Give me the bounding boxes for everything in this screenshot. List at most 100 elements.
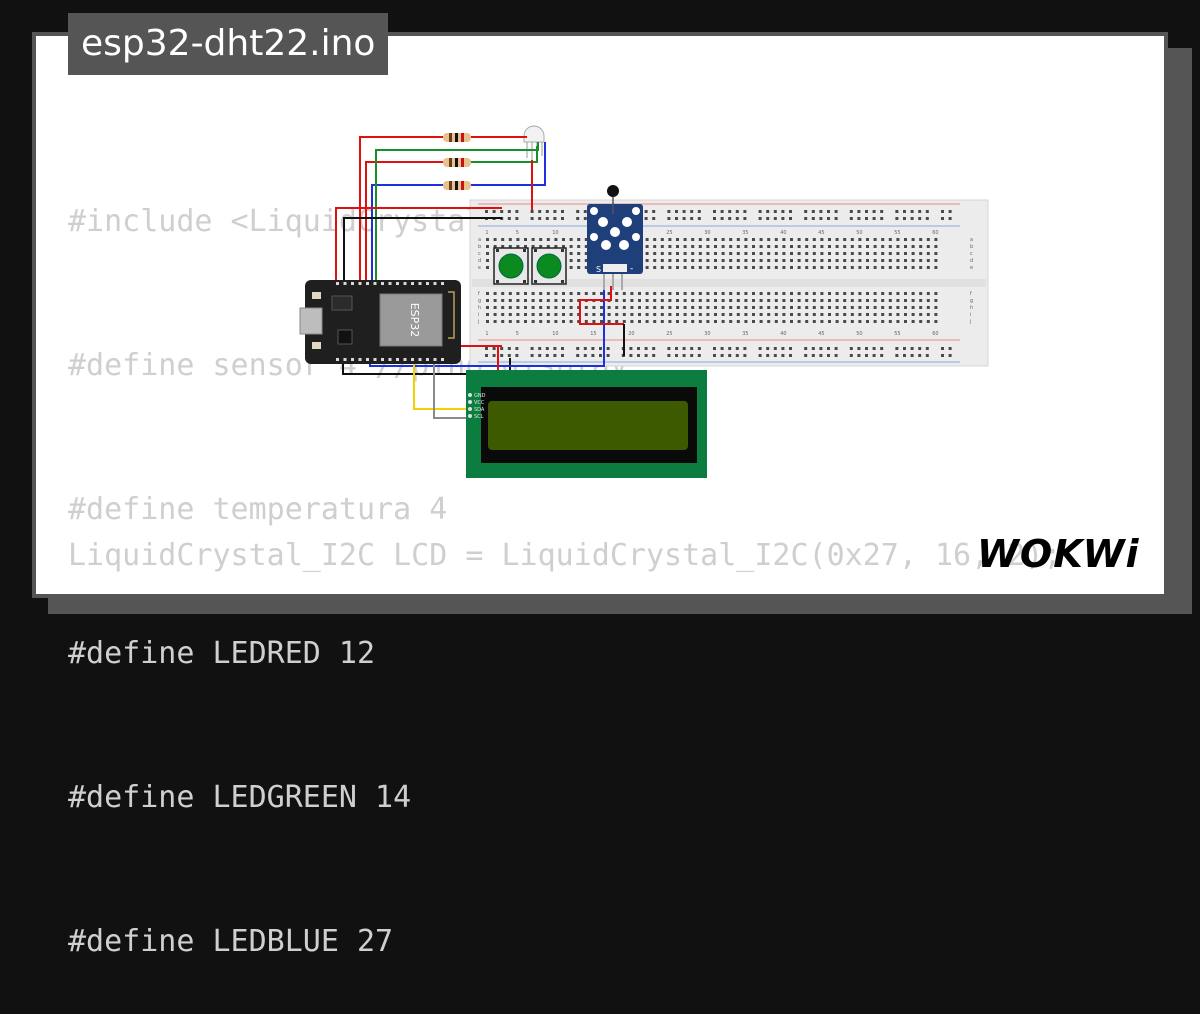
breadboard-hole: [904, 245, 907, 248]
breadboard-hole: [486, 252, 489, 255]
breadboard-hole: [759, 320, 763, 323]
wokwi-logo[interactable]: WOKWi: [975, 527, 1151, 579]
esp32-pin: [373, 282, 377, 285]
lcd-display[interactable]: GND VCC SDA SCL: [466, 370, 707, 478]
breadboard-hole: [577, 259, 581, 262]
esp32-board[interactable]: ESP32: [299, 280, 461, 364]
sensor-pin-minus-label: -: [630, 264, 633, 274]
breadboard-hole: [706, 292, 710, 295]
breadboard-hole: [735, 210, 739, 213]
breadboard-hole: [652, 217, 656, 220]
breadboard-hole: [819, 210, 823, 213]
breadboard-hole: [615, 306, 619, 309]
breadboard-hole: [850, 259, 854, 262]
breadboard-hole: [531, 292, 535, 295]
breadboard-hole: [820, 320, 824, 323]
breadboard-hole: [849, 217, 853, 220]
breadboard-hole: [766, 210, 770, 213]
breadboard-hole: [554, 238, 558, 241]
breadboard-hole: [592, 306, 596, 309]
esp32-pin: [336, 358, 339, 361]
lcd-pin-gnd: GND: [474, 393, 486, 399]
breadboard-hole: [607, 306, 611, 309]
breadboard-hole: [767, 266, 771, 269]
breadboard-hole: [782, 313, 786, 316]
breadboard-hole: [638, 299, 641, 302]
breadboard-hole: [554, 245, 558, 248]
breadboard-hole: [881, 238, 885, 241]
breadboard-hole: [576, 354, 580, 357]
breadboard-hole: [888, 299, 892, 302]
breadboard-hole: [881, 299, 885, 302]
breadboard-hole: [812, 313, 816, 316]
breadboard-hole: [501, 320, 505, 323]
breadboard-hole: [849, 210, 853, 213]
breadboard-hole: [638, 313, 641, 316]
breadboard-hole: [706, 252, 710, 255]
breadboard-hole: [682, 210, 686, 213]
breadboard-hole: [538, 210, 542, 213]
breadboard-hole: [592, 313, 596, 316]
breadboard-hole: [660, 238, 664, 241]
rgb-led[interactable]: [523, 125, 545, 160]
breadboard-hole: [782, 238, 786, 241]
breadboard-hole: [653, 245, 657, 248]
breadboard-hole: [721, 238, 725, 241]
breadboard-hole: [797, 245, 801, 248]
breadboard-hole: [736, 266, 740, 269]
breadboard-hole: [691, 313, 695, 316]
breadboard-hole: [811, 354, 815, 357]
breadboard-hole: [903, 217, 906, 220]
breadboard-hole: [925, 354, 929, 357]
breadboard-hole: [782, 259, 786, 262]
breadboard-hole: [805, 320, 809, 323]
breadboard-hole: [531, 245, 535, 248]
breadboard-hole: [545, 347, 549, 350]
project-title[interactable]: esp32-dht22.ino: [68, 13, 389, 75]
esp32-pin: [343, 282, 347, 285]
breadboard-hole: [911, 266, 915, 269]
breadboard-hole: [492, 354, 496, 357]
breadboard-hole: [683, 245, 687, 248]
pushbutton-1[interactable]: [493, 247, 529, 285]
breadboard-hole: [790, 299, 793, 302]
breadboard-hole: [729, 259, 733, 262]
pushbutton-2[interactable]: [531, 247, 567, 285]
sensor-pin-s-label: S: [596, 265, 601, 274]
breadboard-hole: [790, 252, 793, 255]
breadboard-hole: [843, 320, 847, 323]
breadboard-hole: [546, 306, 550, 309]
breadboard-hole: [828, 259, 831, 262]
temperature-sensor-module[interactable]: S -: [587, 185, 643, 290]
breadboard-hole: [743, 217, 747, 220]
breadboard-hole: [918, 217, 922, 220]
breadboard-hole: [789, 347, 792, 350]
breadboard-hole: [486, 292, 489, 295]
breadboard-hole: [843, 245, 847, 248]
breadboard-hole: [736, 259, 740, 262]
breadboard-hole: [691, 299, 695, 302]
breadboard-hole: [744, 245, 748, 248]
breadboard-column-label: 55: [894, 230, 900, 236]
breadboard-hole: [584, 259, 588, 262]
breadboard-hole: [858, 259, 862, 262]
breadboard-hole: [652, 347, 656, 350]
breadboard-hole: [858, 238, 862, 241]
breadboard-hole: [919, 320, 923, 323]
breadboard-hole: [607, 313, 611, 316]
breadboard-hole: [828, 313, 831, 316]
breadboard-hole: [721, 292, 725, 295]
breadboard-hole: [835, 238, 839, 241]
breadboard-hole: [881, 292, 885, 295]
breadboard-hole: [888, 266, 892, 269]
breadboard-hole: [752, 252, 755, 255]
breadboard-hole: [934, 306, 938, 309]
breadboard-hole: [782, 266, 786, 269]
breadboard-hole: [721, 299, 725, 302]
breadboard-hole: [714, 292, 717, 295]
breadboard-hole: [812, 292, 816, 295]
breadboard-hole: [660, 299, 664, 302]
breadboard-hole: [880, 347, 884, 350]
breadboard-hole: [576, 210, 580, 213]
